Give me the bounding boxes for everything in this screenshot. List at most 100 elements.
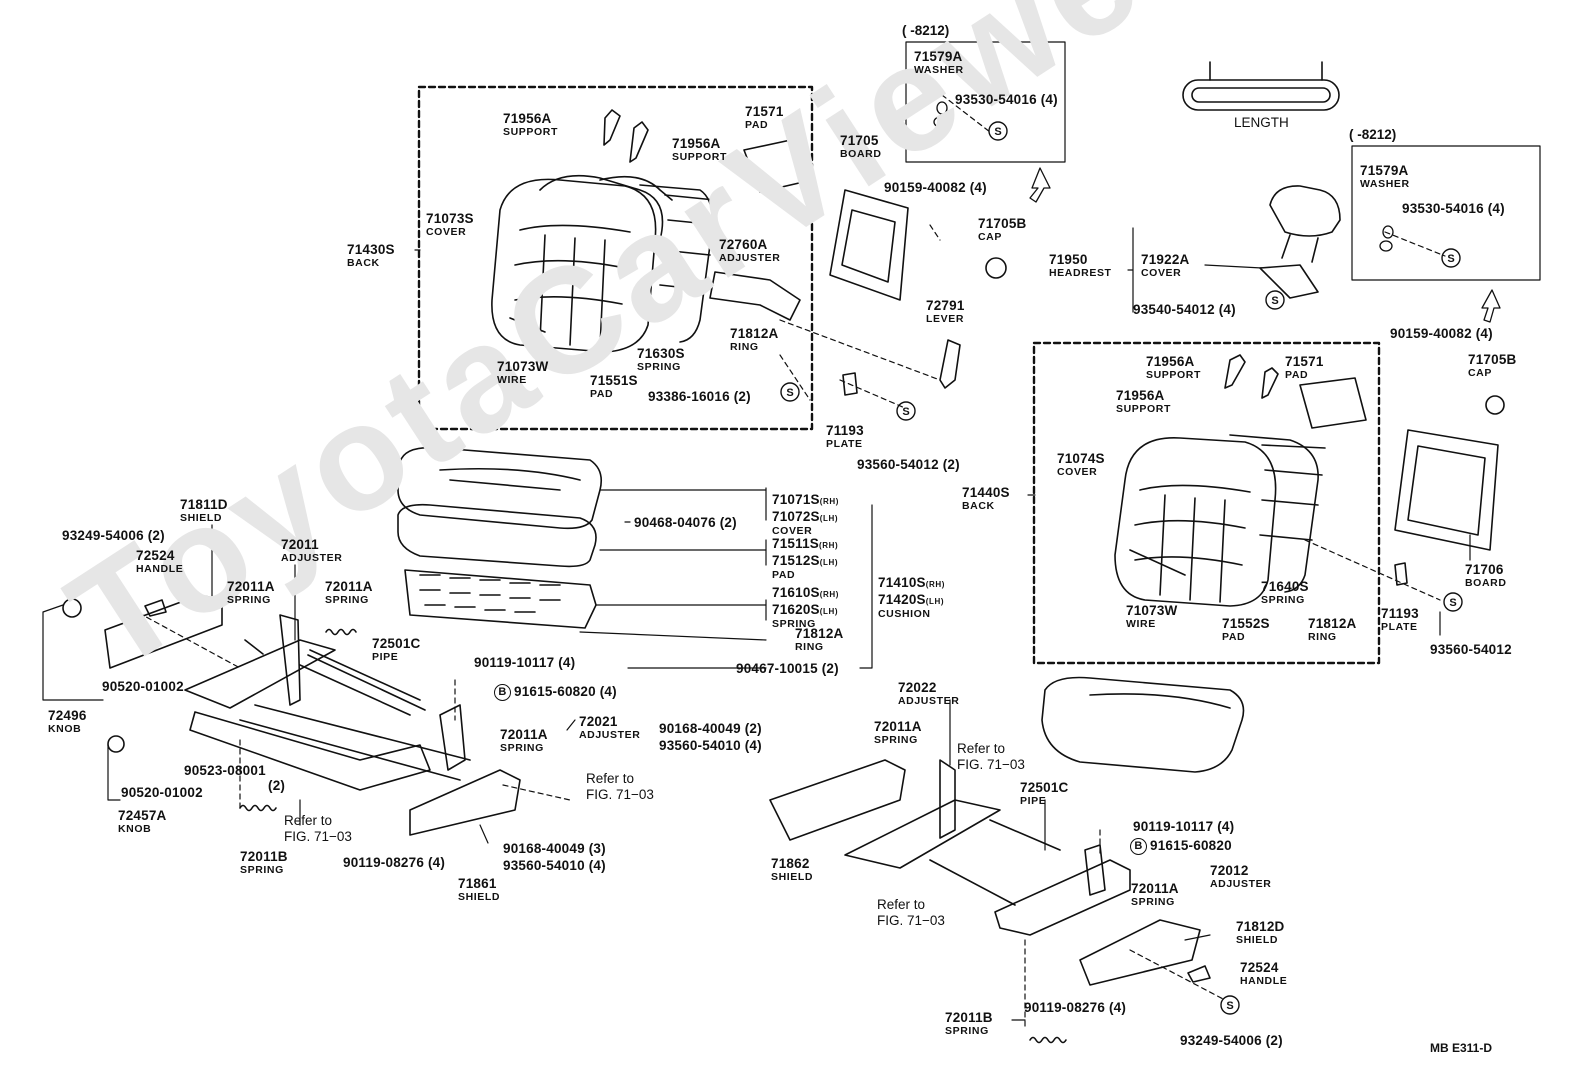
part-number: 71430S (347, 242, 395, 257)
part-label: 93249-54006 (2) (1180, 1034, 1283, 1048)
svg-text:S: S (994, 126, 1001, 138)
part-number: 93530-54016 (4) (955, 92, 1058, 107)
part-label: 90520-01002 (102, 680, 184, 694)
svg-text:S: S (1447, 253, 1454, 265)
dashed-connectors (114, 94, 1446, 1031)
part-number: 71193 (1381, 606, 1419, 621)
part-number: 71705B (978, 216, 1027, 231)
s-fastener-icons (101, 121, 1463, 1015)
part-number: 72457A (118, 808, 167, 823)
part-number: 71440S (962, 485, 1010, 500)
part-number: 90159-40082 (4) (1390, 326, 1493, 341)
wire-icon (1129, 549, 1186, 576)
part-number: 93249-54006 (2) (1180, 1033, 1283, 1048)
part-label: 90168-40049 (3) (503, 842, 606, 856)
refer-line-1: Refer to (957, 741, 1006, 756)
headrest-cover-icon (1259, 264, 1319, 299)
part-name: ADJUSTER (719, 251, 781, 264)
refer-line-2: FIG. 71−03 (586, 787, 654, 802)
part-label: 90159-40082 (4) (884, 181, 987, 195)
part-number: 90468-04076 (2) (634, 515, 737, 530)
part-number: 93249-54006 (2) (62, 528, 165, 543)
part-number: 71579A (1360, 163, 1409, 178)
part-number: 90520-01002 (121, 785, 203, 800)
range-label-left: ( -8212) (902, 23, 950, 38)
part-number: 71862 (771, 856, 810, 871)
part-label: 90119-10117 (4) (1133, 820, 1234, 834)
part-number: 72501C (1020, 780, 1069, 795)
part-name: SHIELD (1236, 933, 1279, 946)
plate-icon (842, 372, 858, 396)
part-name: BACK (347, 256, 380, 269)
seat-cushion-spring-icon (404, 569, 597, 629)
svg-text:S: S (107, 580, 114, 592)
part-name: SUPPORT (672, 150, 727, 163)
part-name: CAP (978, 230, 1002, 243)
part-name: HEADREST (1049, 266, 1112, 279)
bracket-cushion (765, 487, 873, 669)
part-number: 71812D (1236, 919, 1285, 934)
part-number: 71956A (1146, 354, 1195, 369)
part-number: 90523-08001 (184, 763, 266, 778)
part-number: 72021 (579, 714, 618, 729)
part-name: PLATE (826, 437, 863, 450)
solid-leaders (42, 227, 1471, 1021)
spring-icon (244, 639, 264, 655)
pad-icon (1299, 377, 1367, 429)
part-number: 71571 (1285, 354, 1324, 369)
part-label: 93530-54016 (4) (955, 93, 1058, 107)
support-pin-icon (1224, 354, 1279, 399)
shield-icon (104, 594, 223, 669)
board-icon (829, 189, 909, 301)
part-label: 90168-40049 (2) (659, 722, 762, 736)
part-number: 71073S (426, 211, 474, 226)
part-label: 93560-54010 (4) (503, 859, 606, 873)
part-name: ADJUSTER (1210, 877, 1272, 890)
part-number: 90159-40082 (4) (884, 180, 987, 195)
part-label: 93249-54006 (2) (62, 529, 165, 543)
part-name: KNOB (118, 822, 152, 835)
cushion-assembly-group: 71410S(RH) 71420S(LH) CUSHION (878, 575, 946, 620)
arrow-down-icon (1481, 289, 1501, 323)
part-number: 93560-54010 (4) (503, 858, 606, 873)
svg-text:S: S (902, 406, 909, 418)
part-number: 93530-54016 (4) (1402, 201, 1505, 216)
knob-icon (107, 735, 125, 753)
part-number: 71193 (826, 423, 864, 438)
part-number: 71956A (1116, 388, 1165, 403)
part-label: 90523-08001 (184, 764, 266, 778)
range-box-left (905, 41, 1066, 163)
range-box-right (1351, 145, 1541, 281)
part-name: SPRING (500, 741, 544, 754)
part-name: RING (1308, 630, 1337, 643)
part-number: 90119-08276 (4) (1024, 1000, 1127, 1015)
part-name: BOARD (1465, 576, 1507, 589)
part-number: 71705B (1468, 352, 1517, 367)
part-number: 93540-54012 (4) (1133, 302, 1236, 317)
cushion-cover-group: 71071S(RH) 71072S(LH) COVER (772, 492, 840, 537)
